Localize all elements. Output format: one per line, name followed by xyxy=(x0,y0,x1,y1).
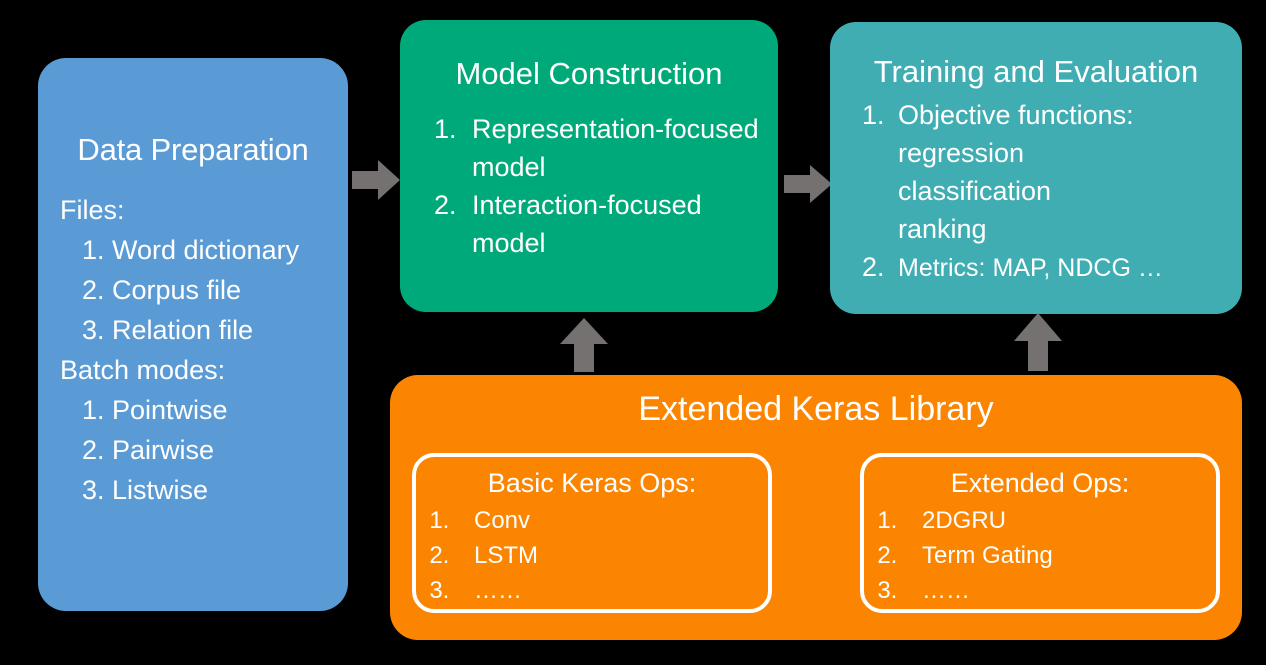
list-item-objective-functions: Objective functions: regression classifi… xyxy=(892,96,1242,248)
basic-keras-ops-title: Basic Keras Ops: xyxy=(487,468,697,498)
stage-box-data-preparation: Data Preparation Files: Word dictionary … xyxy=(38,58,348,611)
arrow-right-icon-data-prep-to-model xyxy=(352,160,400,205)
arrow-up-icon-keras-to-training xyxy=(1014,313,1062,376)
extended-ops-list: 2DGRU Term Gating …… xyxy=(864,503,1216,608)
model-construction-title: Model Construction xyxy=(455,56,723,91)
stage-box-training-and-evaluation: Training and Evaluation Objective functi… xyxy=(830,22,1242,314)
objective-item: ranking xyxy=(898,214,987,244)
extended-ops-title: Extended Ops: xyxy=(950,468,1130,498)
list-item: Pairwise xyxy=(112,430,348,470)
list-item: Interaction-focused model xyxy=(464,186,778,262)
objective-functions-label: Objective functions: xyxy=(898,100,1134,130)
data-preparation-title: Data Preparation xyxy=(77,132,309,167)
training-evaluation-title: Training and Evaluation xyxy=(873,54,1199,89)
panel-extended-ops: Extended Ops: 2DGRU Term Gating …… xyxy=(860,453,1220,613)
list-item: Relation file xyxy=(112,310,348,350)
stage-box-model-construction: Model Construction Representation-focuse… xyxy=(400,20,778,312)
list-item: Conv xyxy=(456,503,768,538)
arrow-up-icon-keras-to-model xyxy=(560,318,608,377)
keras-ops-panels: Basic Keras Ops: Conv LSTM …… Extended O… xyxy=(390,453,1242,613)
list-item: Listwise xyxy=(112,470,348,510)
objective-item: classification xyxy=(898,176,1052,206)
model-construction-list: Representation-focused model Interaction… xyxy=(400,110,778,262)
batch-modes-label: Batch modes: xyxy=(60,355,226,385)
list-item-metrics: Metrics: MAP, NDCG … xyxy=(892,248,1242,287)
list-item: Corpus file xyxy=(112,270,348,310)
list-item: Representation-focused model xyxy=(464,110,778,186)
extended-keras-library-title: Extended Keras Library xyxy=(638,390,994,428)
arrow-right-icon-model-to-training xyxy=(784,165,832,208)
list-item: Pointwise xyxy=(112,390,348,430)
stage-box-extended-keras-library: Extended Keras Library Basic Keras Ops: … xyxy=(390,375,1242,640)
list-item: Term Gating xyxy=(904,538,1216,573)
batch-modes-list: Pointwise Pairwise Listwise xyxy=(60,390,348,510)
training-evaluation-list: Objective functions: regression classifi… xyxy=(830,96,1242,287)
list-item: 2DGRU xyxy=(904,503,1216,538)
files-label: Files: xyxy=(60,195,125,225)
panel-basic-keras-ops: Basic Keras Ops: Conv LSTM …… xyxy=(412,453,772,613)
list-item: Word dictionary xyxy=(112,230,348,270)
list-item: …… xyxy=(456,573,768,608)
list-item: …… xyxy=(904,573,1216,608)
list-item: LSTM xyxy=(456,538,768,573)
data-preparation-body: Files: Word dictionary Corpus file Relat… xyxy=(38,190,348,510)
objective-item: regression xyxy=(898,138,1025,168)
files-list: Word dictionary Corpus file Relation fil… xyxy=(60,230,348,350)
metrics-label: Metrics: MAP, NDCG … xyxy=(898,254,1163,282)
basic-keras-ops-list: Conv LSTM …… xyxy=(416,503,768,608)
